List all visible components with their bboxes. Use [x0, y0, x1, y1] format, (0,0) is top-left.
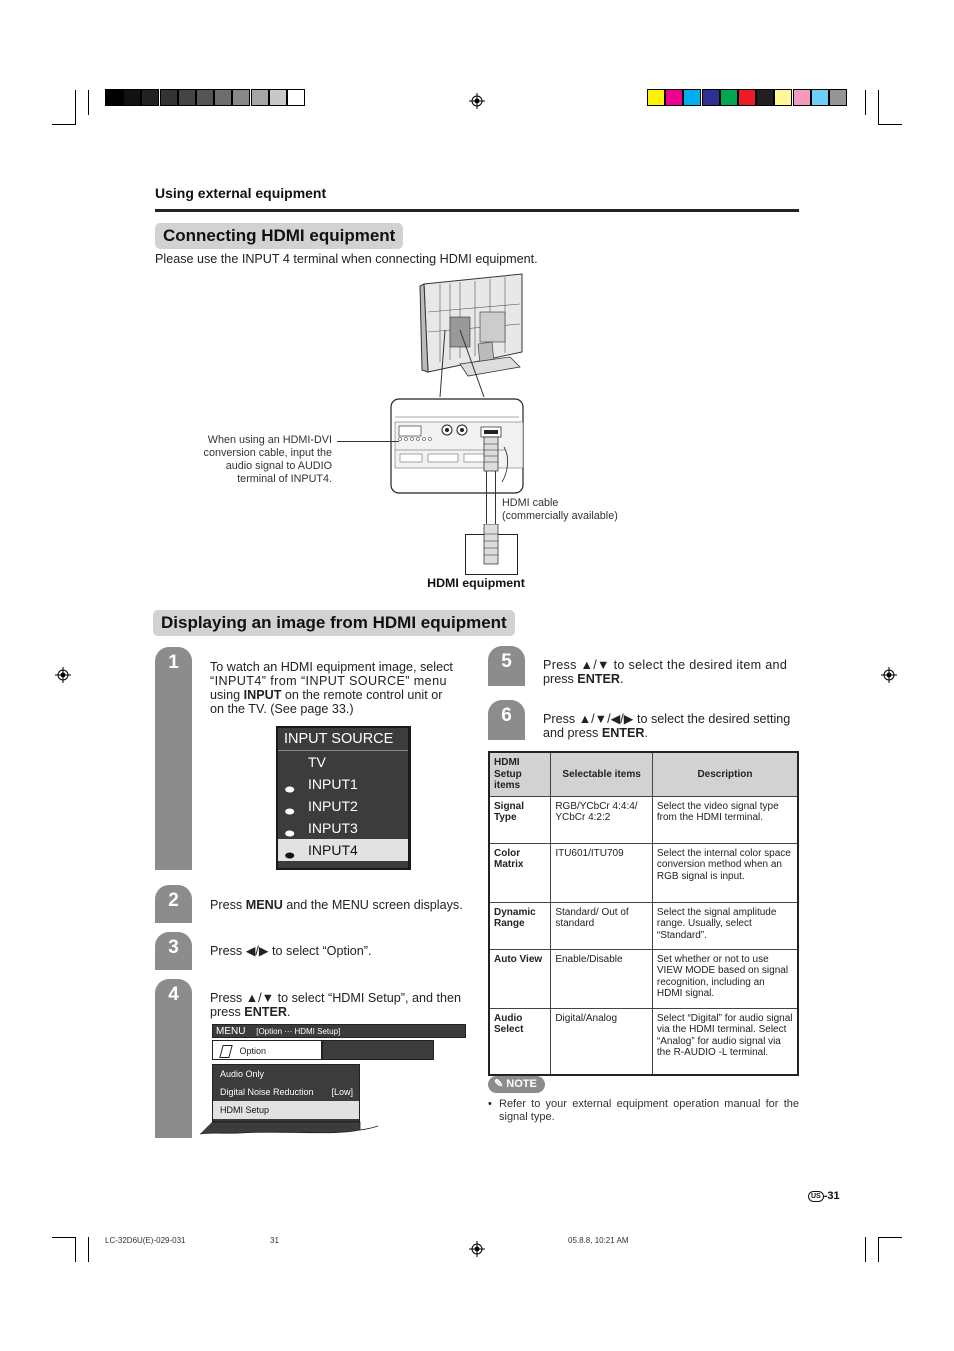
step-2-number: 2: [168, 890, 179, 911]
color-swatch: [719, 89, 738, 106]
gray-swatch: [159, 89, 178, 106]
registration-mark-icon: [469, 93, 485, 109]
tv-rear-diagram: [390, 273, 524, 494]
option-icon: [219, 1045, 233, 1059]
menu-item-tv[interactable]: TV: [308, 754, 326, 770]
color-swatch: [647, 89, 665, 106]
step-1-bar: [155, 647, 192, 870]
color-swatch: [701, 89, 720, 106]
registration-mark-icon: [55, 667, 71, 683]
torn-edge: [200, 1121, 379, 1135]
menu-item-input3[interactable]: ⬬INPUT3: [278, 817, 408, 840]
footer-timestamp: 05.8.8, 10:21 AM: [568, 1236, 629, 1245]
color-swatch: [683, 89, 702, 106]
note-text: Refer to your external equipment operati…: [499, 1098, 799, 1123]
step-1-text: To watch an HDMI equipment image, select…: [210, 660, 453, 716]
gray-swatch: [141, 89, 160, 106]
pencil-icon: ✎: [494, 1078, 504, 1090]
step-2-bar: [155, 885, 192, 923]
hdmi-cable-label: HDMI cable (commercially available): [502, 497, 618, 522]
footer-doc-id: LC-32D6U(E)-029-031: [105, 1236, 186, 1245]
table-row: Signal Type RGB/YCbCr 4:4:4/ YCbCr 4:2:2…: [488, 795, 799, 844]
step-5-text: Press ▲/▼ to select the desired item and…: [543, 658, 788, 686]
dvi-leader-line: [337, 441, 399, 442]
step-1-number: 1: [168, 652, 179, 673]
step-3-text: Press ◀/▶ to select “Option”.: [210, 944, 372, 958]
dvi-note: When using an HDMI-DVI conversion cable,…: [203, 434, 332, 485]
step-6-bar: [488, 700, 525, 740]
gray-swatch: [196, 89, 214, 106]
gray-swatch: [105, 89, 123, 106]
color-swatch: [829, 89, 847, 106]
input-source-title: INPUT SOURCE: [278, 728, 408, 751]
step-4-bar: [155, 979, 192, 1138]
registration-mark-icon: [469, 1241, 485, 1257]
gray-swatch: [123, 89, 142, 106]
menu-item-input4-selected[interactable]: ⬬INPUT4: [278, 839, 408, 862]
registration-mark-icon: [881, 667, 897, 683]
note-bullet: •: [488, 1098, 492, 1110]
hdmi-equipment-label: HDMI equipment: [427, 576, 525, 590]
gray-swatch: [232, 89, 251, 106]
color-swatch: [792, 89, 811, 106]
gray-swatch: [287, 89, 305, 106]
input-plug-icon: ⬬: [285, 806, 295, 818]
gray-swatch: [268, 89, 287, 106]
table-header: HDMI Setup items: [488, 751, 552, 797]
connect-title: Connecting HDMI equipment: [155, 223, 404, 249]
gray-swatch: [177, 89, 196, 106]
connect-intro: Please use the INPUT 4 terminal when con…: [155, 252, 538, 266]
table-row: Audio Select Digital/Analog Select “Digi…: [488, 1007, 799, 1076]
step-6-number: 6: [501, 705, 512, 726]
color-swatch: [756, 89, 775, 106]
option-submenu: Audio Only Digital Noise Reduction[Low] …: [212, 1064, 360, 1122]
submenu-item-hdmi-setup-selected[interactable]: HDMI Setup: [213, 1101, 359, 1119]
step-6-text: Press ▲/▼/◀/▶ to select the desired sett…: [543, 712, 791, 740]
display-title: Displaying an image from HDMI equipment: [153, 610, 515, 636]
header-rule: [155, 209, 799, 212]
menu-item-input2[interactable]: ⬬INPUT2: [278, 795, 408, 818]
hdmi-equipment-box: [465, 524, 518, 575]
section-header: Using external equipment: [155, 185, 327, 201]
option-menu-bar: MENU [Option ··· HDMI Setup]: [212, 1024, 466, 1038]
color-swatch: [738, 89, 756, 106]
gray-swatch: [250, 89, 269, 106]
menu-item-input1[interactable]: ⬬INPUT1: [278, 773, 408, 796]
table-row: Color Matrix ITU601/ITU709 Select the in…: [488, 842, 799, 903]
page-number: US-31: [808, 1190, 840, 1202]
input-plug-icon: ⬬: [285, 850, 295, 862]
gray-swatch: [214, 89, 233, 106]
step-4-text: Press ▲/▼ to select “HDMI Setup”, and th…: [210, 991, 462, 1019]
submenu-item-audio-only[interactable]: Audio Only: [220, 1069, 265, 1079]
note-badge: ✎ NOTE: [488, 1076, 545, 1093]
step-3-bar: [155, 932, 192, 970]
input-plug-icon: ⬬: [285, 784, 295, 796]
table-header: Description: [651, 751, 799, 797]
input-source-menu: INPUT SOURCE TV ⬬INPUT1 ⬬INPUT2 ⬬INPUT3 …: [276, 726, 411, 870]
step-3-number: 3: [168, 937, 179, 958]
input-plug-icon: ⬬: [285, 828, 295, 840]
table-header: Selectable items: [550, 751, 653, 797]
color-swatch: [774, 89, 793, 106]
step-5-bar: [488, 646, 525, 686]
submenu-item-dnr[interactable]: Digital Noise Reduction[Low]: [220, 1087, 353, 1097]
region-badge: US: [808, 1190, 824, 1202]
table-row: Auto View Enable/Disable Set whether or …: [488, 948, 799, 1009]
step-5-number: 5: [501, 651, 512, 672]
option-menu-fill: [322, 1040, 434, 1060]
step-2-text: Press MENU and the MENU screen displays.: [210, 898, 463, 912]
step-4-number: 4: [168, 984, 179, 1005]
footer-sheet: 31: [270, 1236, 279, 1245]
option-tab[interactable]: Option: [212, 1040, 322, 1060]
hdmi-cable-line: [486, 471, 496, 527]
table-row: Dynamic Range Standard/ Out of standard …: [488, 901, 799, 950]
hdmi-setup-table: HDMI Setup items Selectable items Descri…: [488, 751, 799, 1076]
color-swatch: [810, 89, 829, 106]
color-swatch: [665, 89, 684, 106]
